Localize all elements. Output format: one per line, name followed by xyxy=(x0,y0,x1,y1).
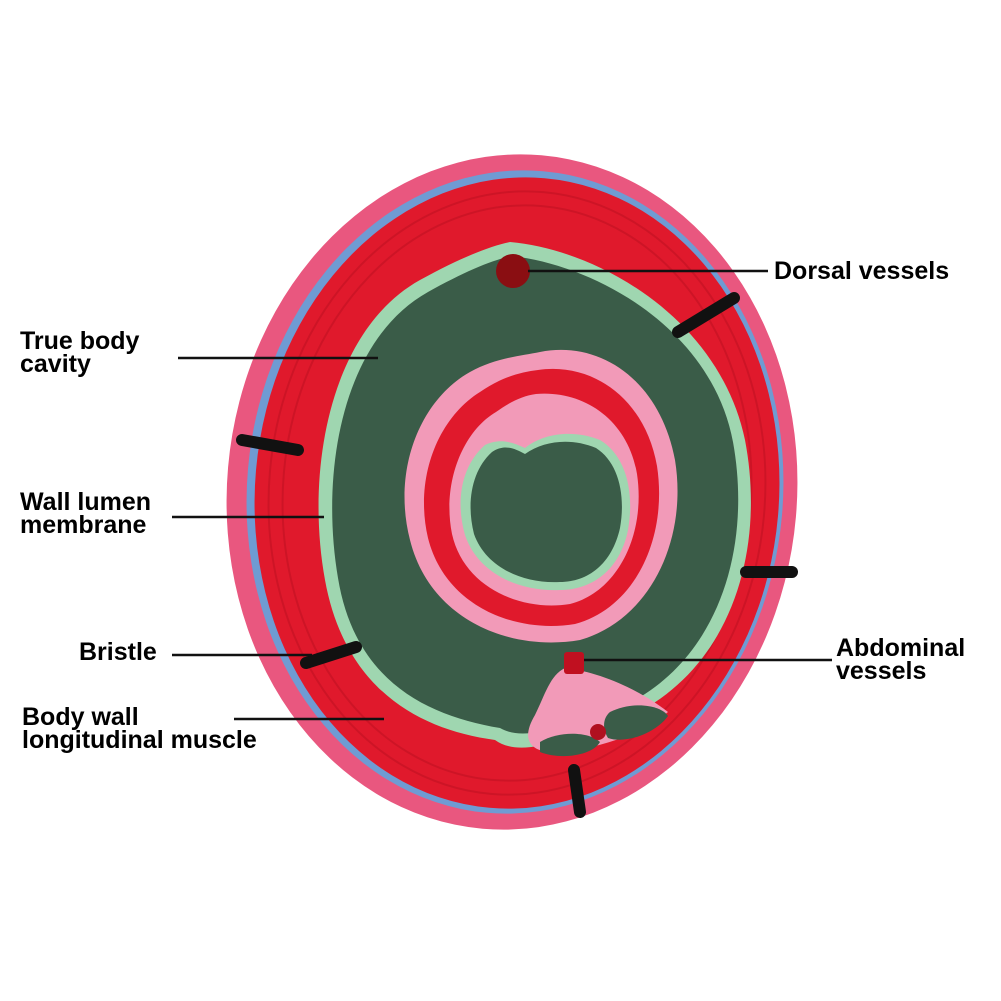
label-wall-lumen-membrane-line1: Wall lumen xyxy=(20,488,152,516)
label-wall-lumen-membrane: Wall lumen membrane xyxy=(20,488,152,539)
label-true-body-cavity-line2: cavity xyxy=(20,350,91,378)
label-dorsal-vessels: Dorsal vessels xyxy=(774,257,950,285)
bristle-lower-left xyxy=(300,641,362,669)
label-true-body-cavity: True body cavity xyxy=(20,327,140,378)
label-dorsal-vessels-text: Dorsal vessels xyxy=(774,257,950,285)
bristle-left xyxy=(236,434,304,456)
label-bristle-text: Bristle xyxy=(79,638,157,666)
bristle-top-right xyxy=(672,292,740,338)
label-body-wall-muscle-line2: longitudinal muscle xyxy=(22,726,257,754)
subneural-vessel xyxy=(590,724,606,740)
label-abdominal-vessels-line2: vessels xyxy=(836,657,927,685)
abdominal-vessel xyxy=(564,652,584,674)
ventral-green-lobe-left xyxy=(540,733,600,757)
label-body-wall-muscle: Body wall longitudinal muscle xyxy=(22,703,257,754)
label-wall-lumen-membrane-line2: membrane xyxy=(20,511,147,539)
ventral-green-lobe-right xyxy=(604,705,668,740)
label-body-wall-muscle-line1: Body wall xyxy=(22,703,139,731)
dorsal-vessel xyxy=(496,254,530,288)
intestine-lumen xyxy=(470,441,622,583)
bristle-bottom xyxy=(568,764,586,818)
label-bristle: Bristle xyxy=(79,638,157,666)
leader-lines xyxy=(172,269,832,721)
label-abdominal-vessels: Abdominal vessels xyxy=(836,634,966,685)
bristles xyxy=(236,292,798,818)
label-true-body-cavity-line1: True body xyxy=(20,327,140,355)
label-abdominal-vessels-line1: Abdominal xyxy=(836,634,966,662)
